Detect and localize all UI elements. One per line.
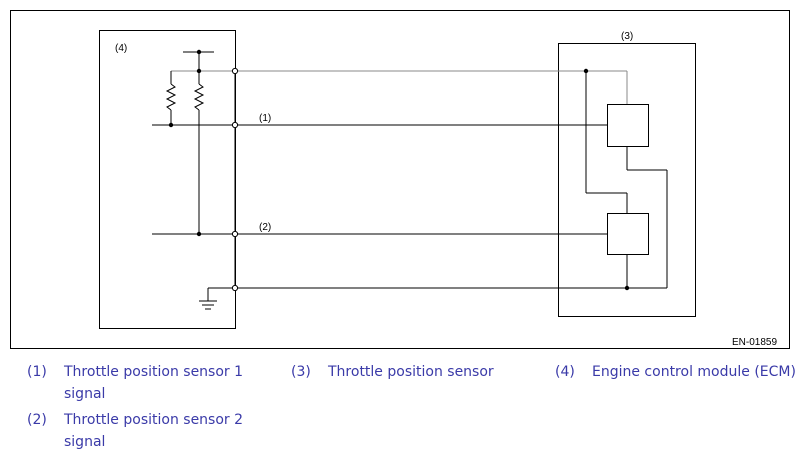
connector-pin-ground: [231, 284, 239, 292]
legend-num-4: (4): [555, 364, 575, 380]
sensor-box-label: (3): [621, 31, 633, 42]
wiring-diagram: (4) (3) (1) (2): [10, 10, 790, 349]
legend-num-1: (1): [27, 364, 47, 380]
connector-pin-signal2: [231, 230, 239, 238]
sensor-box: [558, 43, 696, 317]
resistor1-icon: [165, 83, 177, 111]
legend-num-3: (3): [291, 364, 311, 380]
ecm-box-label: (4): [115, 43, 127, 54]
legend-text-4: Engine control module (ECM): [592, 364, 796, 380]
diagram-frame: [10, 10, 790, 349]
signal2-node: [196, 231, 202, 237]
legend-num-2: (2): [27, 412, 47, 428]
ecm-box: [99, 30, 236, 329]
sensor-ground-node: [624, 285, 630, 291]
sensor-element-2: [607, 213, 649, 255]
legend-text-1: Throttle position sensor 1 signal: [64, 364, 244, 402]
signal1-label: (1): [259, 113, 271, 124]
ecm-power-node: [196, 49, 202, 55]
legend-text-2: Throttle position sensor 2 signal: [64, 412, 244, 450]
signal1-node: [168, 122, 174, 128]
connector-pin-signal1: [231, 121, 239, 129]
ground-icon: [199, 300, 217, 310]
connector-pin-power: [231, 67, 239, 75]
figure-code: EN-01859: [732, 337, 777, 348]
signal2-label: (2): [259, 222, 271, 233]
sensor-element-1: [607, 104, 649, 147]
legend-text-3: Throttle position sensor: [328, 364, 494, 380]
resistor2-icon: [193, 83, 205, 111]
